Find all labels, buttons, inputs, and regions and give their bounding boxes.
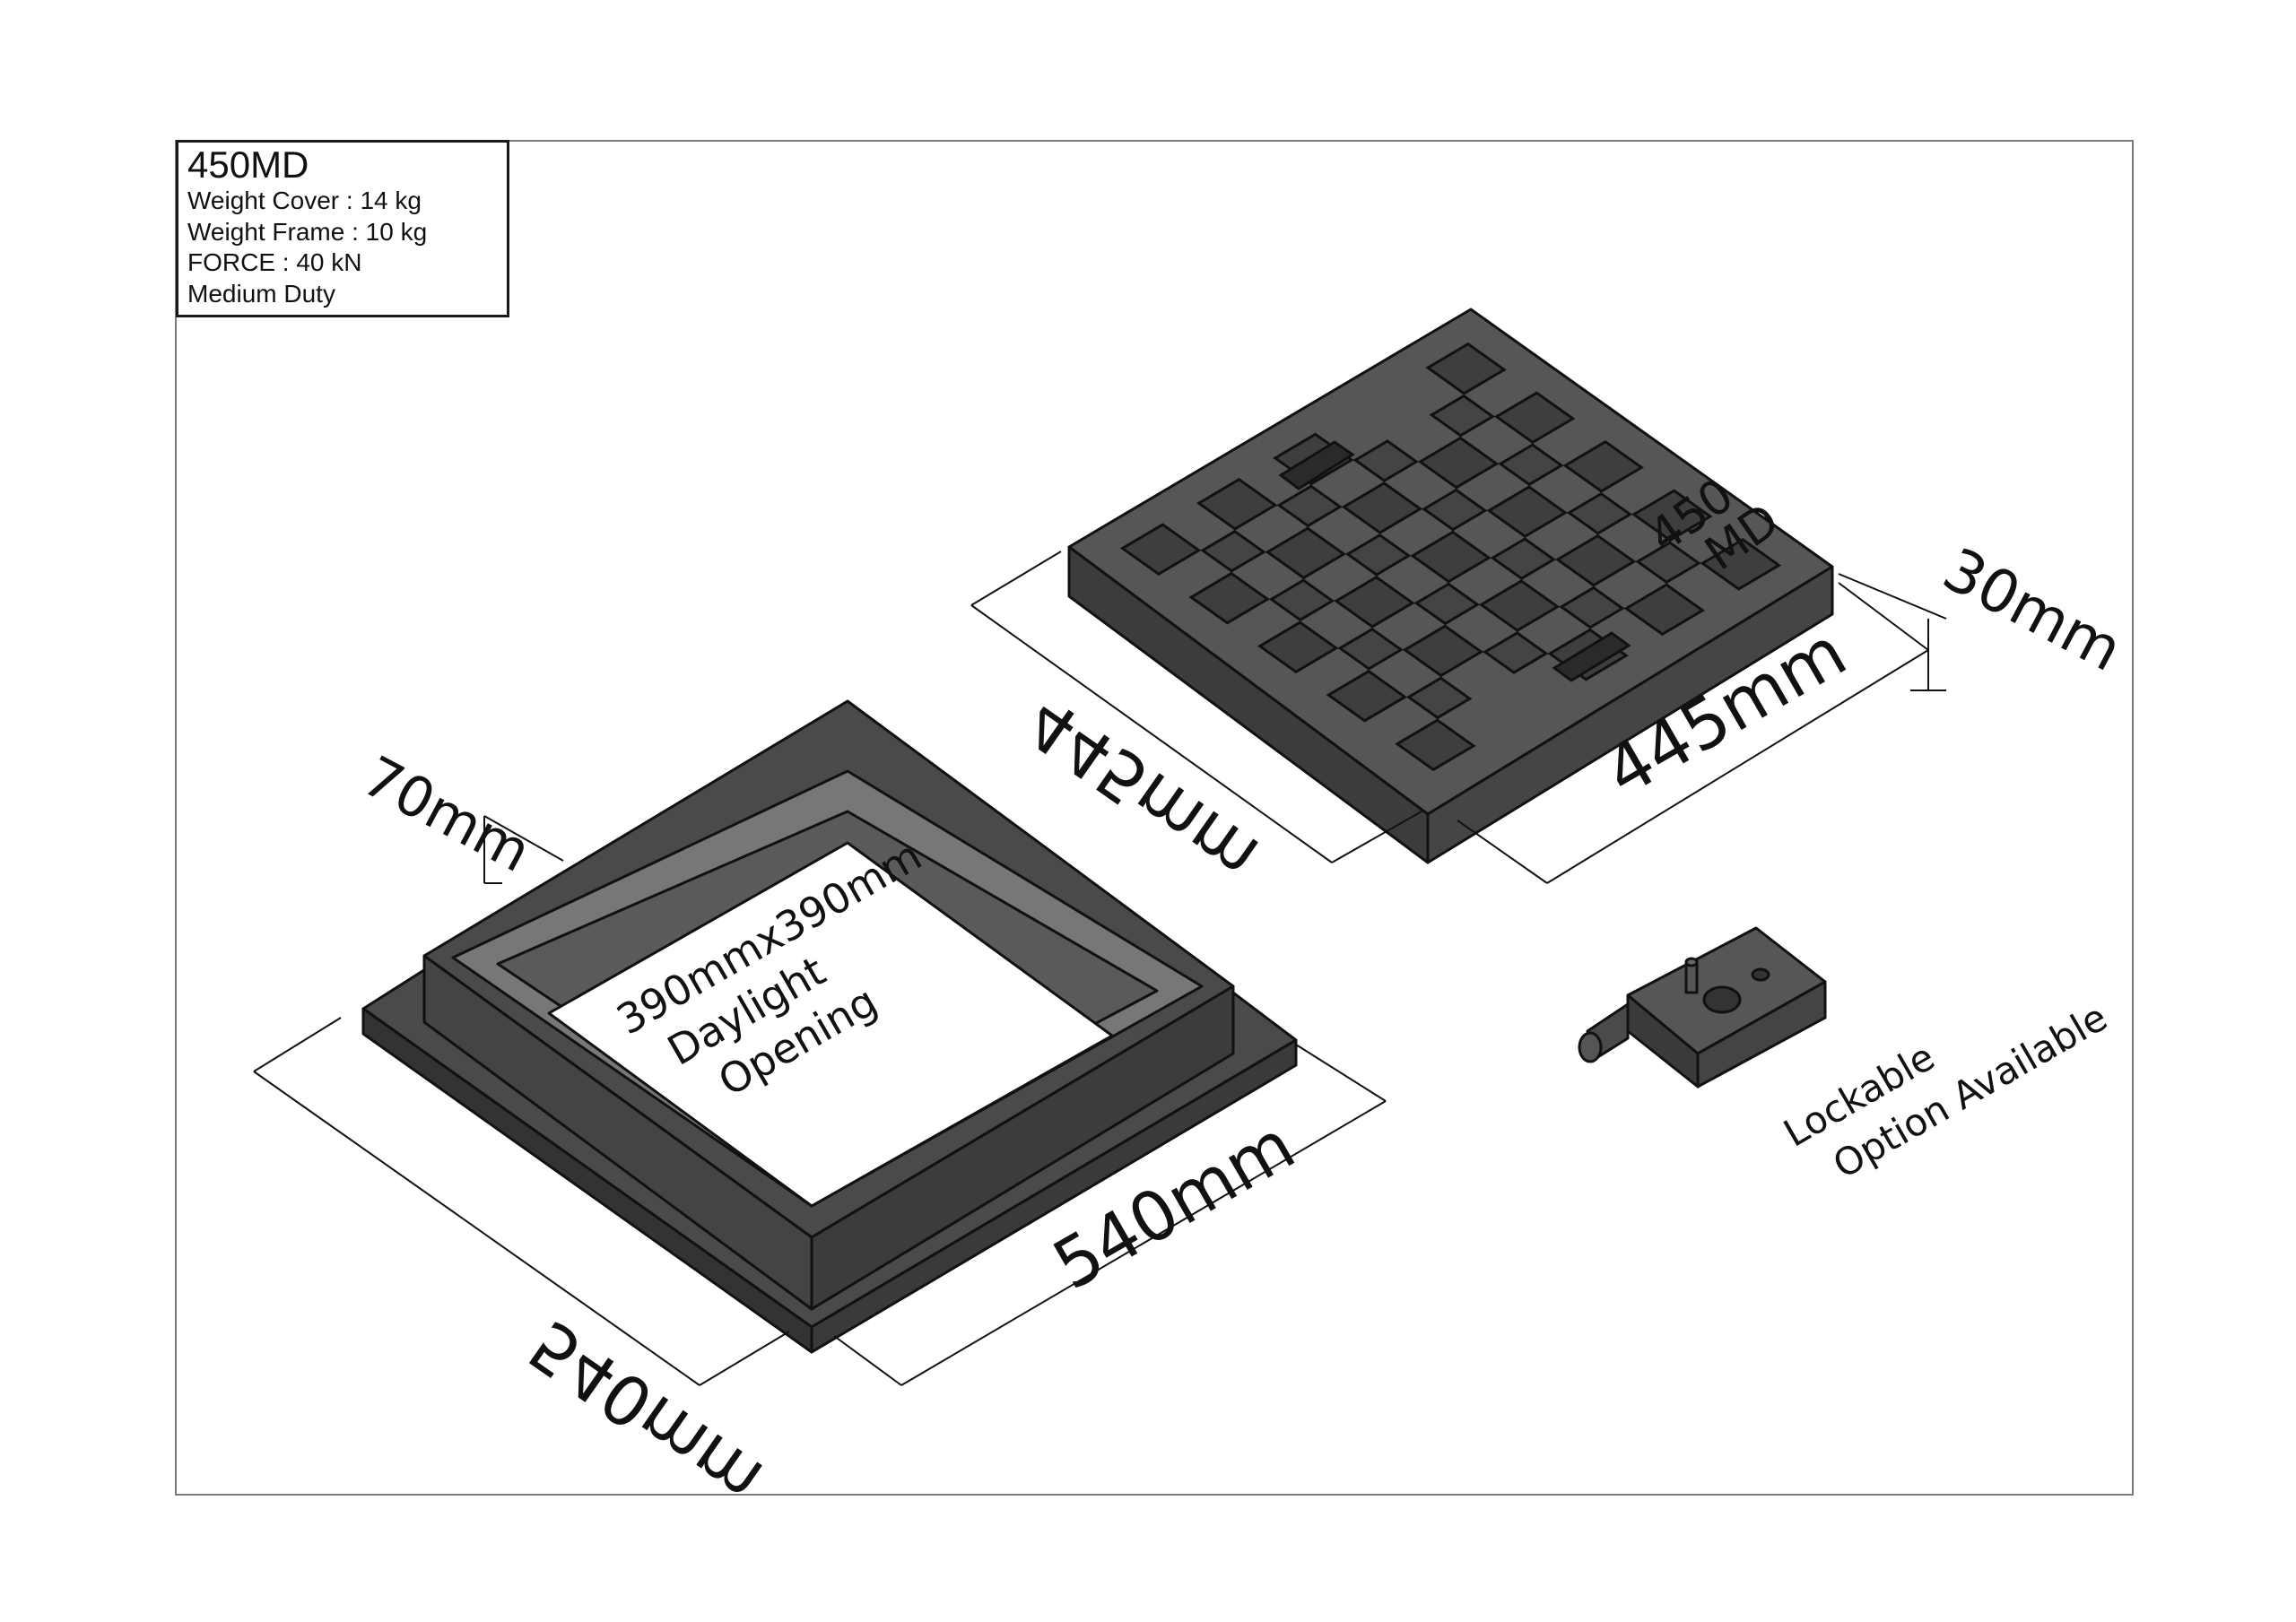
cover-stud — [1352, 439, 1419, 482]
cover-lift-slot-2 — [1552, 631, 1631, 682]
cover-stud — [1257, 620, 1339, 674]
frame-dimensions — [253, 815, 1387, 1386]
lock-body-right-face — [1696, 980, 1827, 1089]
cover-stud — [1334, 575, 1415, 629]
cover-slots — [1278, 440, 1631, 682]
cover-stud — [1417, 436, 1500, 490]
cover-thickness-label: 30mm — [1932, 534, 2133, 685]
lock-text: Lockable Option Available — [1777, 995, 2115, 1187]
sheet-border — [175, 140, 2134, 1496]
spec-info-box: 450MD Weight Cover : 14 kg Weight Frame … — [176, 140, 509, 317]
cover-stud — [1498, 443, 1564, 487]
frame-flange-right-face — [810, 1038, 1298, 1354]
cover-stud — [1119, 523, 1202, 577]
frame-drawing — [361, 699, 1298, 1354]
cover-stud — [1395, 718, 1476, 772]
cover-stud — [1559, 585, 1625, 629]
cover-stud — [1196, 477, 1278, 531]
cover-stud — [1493, 391, 1576, 445]
cover-stud — [1276, 484, 1343, 528]
frame-depth-label: 540mm — [515, 1305, 776, 1521]
cover-stud — [1402, 624, 1484, 678]
cover-stud — [1337, 627, 1404, 671]
cover-stud — [1200, 529, 1266, 573]
cover-stud — [1700, 537, 1782, 591]
cover-stud — [1478, 579, 1561, 632]
duty-rating: Medium Duty — [187, 279, 335, 308]
frame-daylight-opening — [547, 841, 1114, 1208]
cover-stud — [1413, 582, 1481, 626]
cover-stud — [1344, 533, 1412, 577]
lock-bolt-end — [1578, 1031, 1603, 1063]
cover-stud — [1429, 394, 1496, 438]
force-rating: FORCE : 40 kN — [187, 248, 362, 276]
weight-cover: Weight Cover : 14 kg — [187, 186, 422, 214]
cover-stud — [1341, 481, 1423, 534]
cover-stud — [1265, 526, 1347, 580]
lock-screw — [1751, 967, 1770, 982]
cover-stud — [1188, 571, 1270, 625]
weight-frame: Weight Frame : 10 kg — [187, 217, 428, 246]
frame-upstand-right-face — [810, 984, 1235, 1311]
cover-stud — [1631, 489, 1713, 542]
cover-dimensions — [970, 551, 1947, 884]
cover-stud — [1486, 485, 1568, 539]
cover-stud — [1425, 342, 1507, 395]
cover-stud — [1421, 488, 1488, 532]
cover-stud — [1268, 578, 1335, 622]
cover-stud — [1490, 537, 1557, 580]
lock-pin-top — [1684, 957, 1699, 967]
cover-stud — [1326, 669, 1408, 723]
cover-stud — [1554, 533, 1637, 587]
cover-stud — [1566, 491, 1633, 535]
cover-stud — [1635, 541, 1701, 585]
cover-stud — [1483, 631, 1549, 674]
cover-stud — [1623, 583, 1706, 637]
lock-drawing — [1578, 926, 1827, 1089]
cover-stud-grid — [1119, 342, 1782, 772]
cover-lift-slot-1 — [1278, 440, 1355, 490]
cover-right-face — [1426, 565, 1834, 864]
cover-stud — [1410, 530, 1492, 584]
frame-height-label: 70mm — [352, 743, 542, 885]
product-code: 450MD — [187, 143, 309, 186]
lock-keyhole — [1702, 985, 1742, 1014]
cover-stud — [1562, 439, 1645, 493]
cover-stud — [1405, 676, 1473, 720]
